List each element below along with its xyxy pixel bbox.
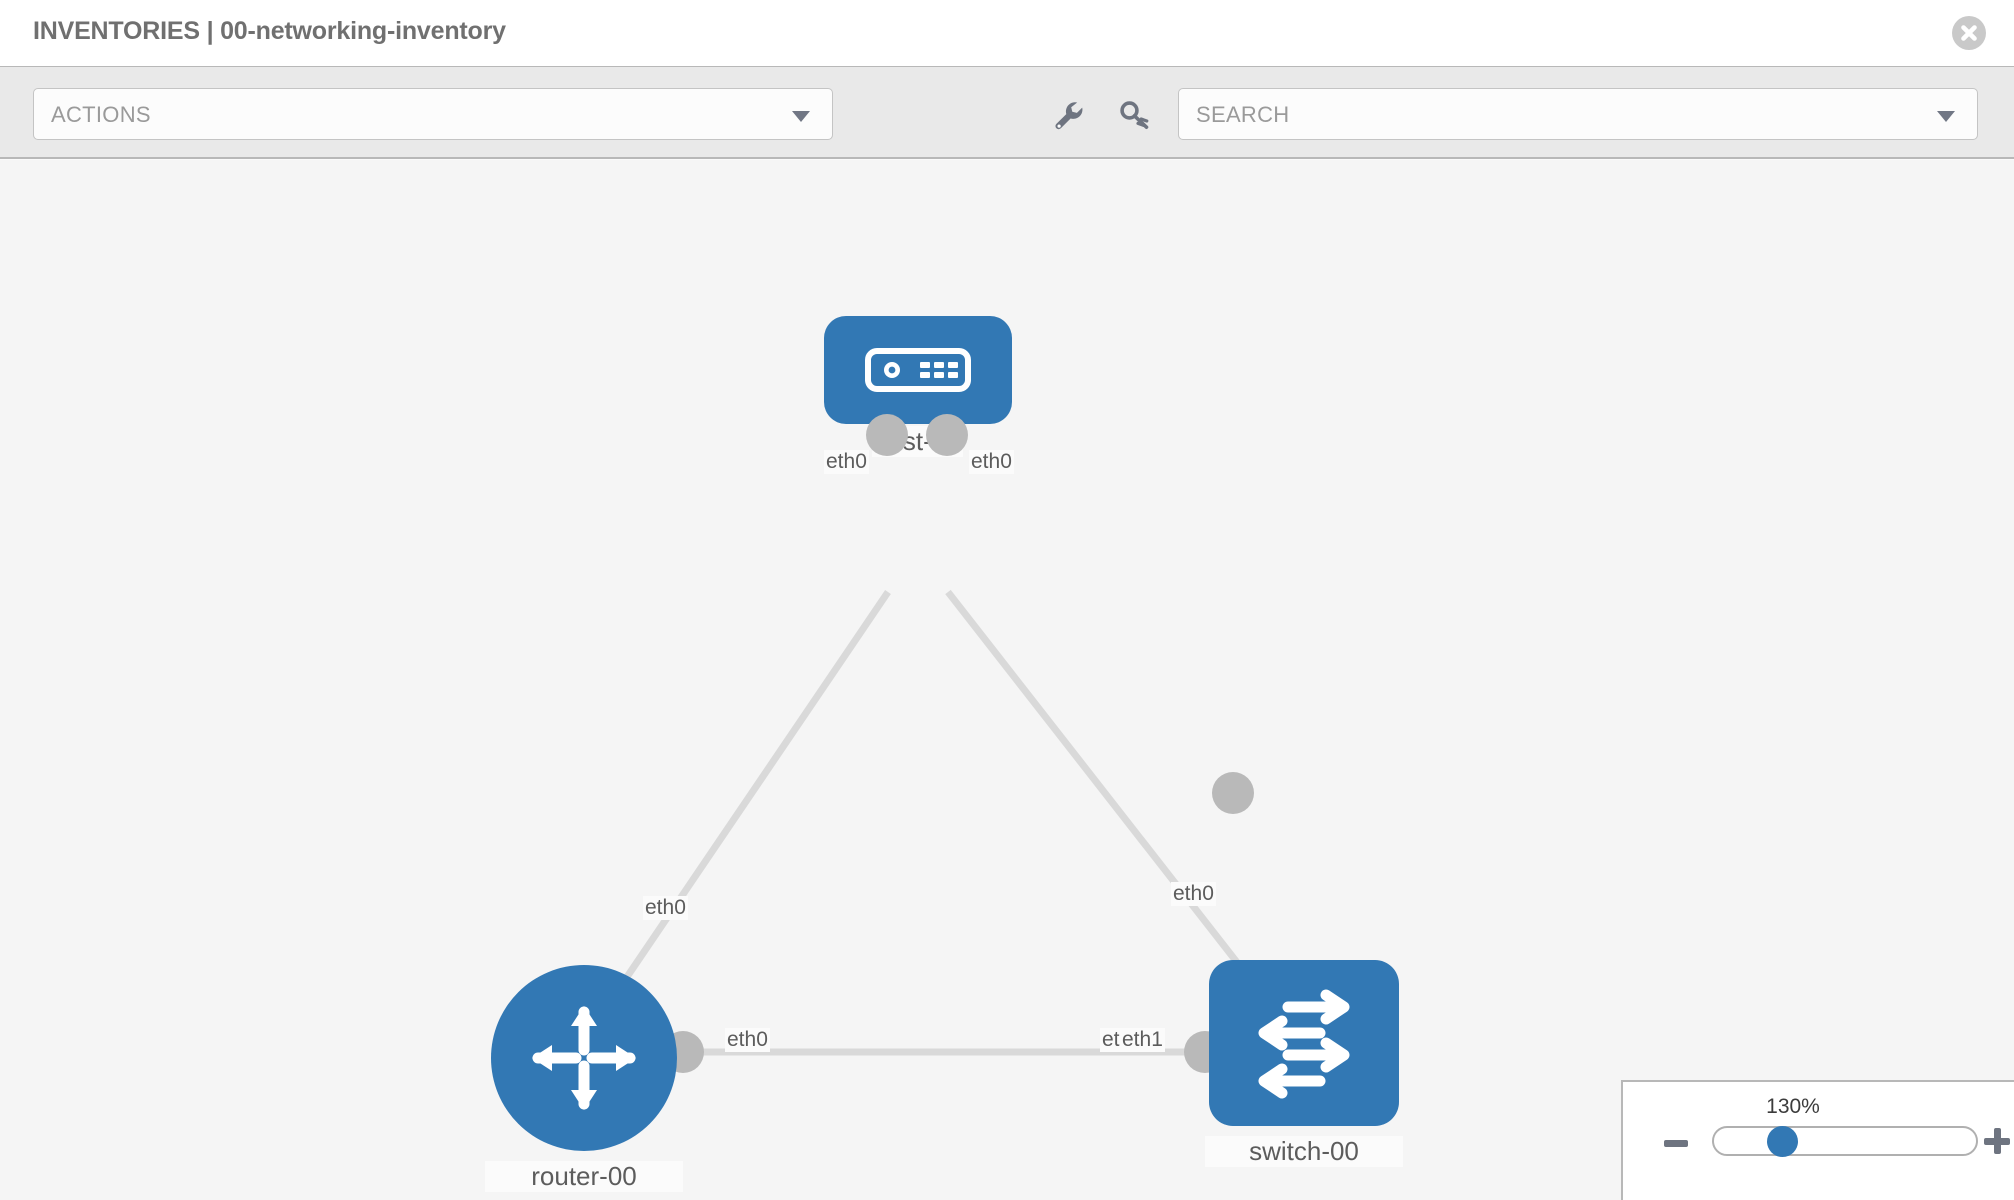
router-arrows-icon (532, 1006, 636, 1110)
link-host-switch (945, 589, 1246, 973)
page-title: INVENTORIES | 00-networking-inventory (33, 17, 506, 45)
plus-icon[interactable] (1984, 1128, 2010, 1154)
link-host-router (607, 590, 891, 1004)
topology-links (607, 589, 1246, 1056)
switch-arrows-icon (1258, 989, 1350, 1099)
topology-canvas[interactable]: host-00 eth0 eth0 (0, 160, 2014, 1200)
endpoint-switch-00-eth0-top[interactable] (1212, 772, 1254, 814)
chevron-down-icon (792, 111, 810, 122)
node-switch-00[interactable]: switch-00 (1205, 960, 1403, 1200)
page-header: INVENTORIES | 00-networking-inventory (0, 0, 2014, 67)
minus-icon[interactable] (1664, 1140, 1688, 1147)
actions-dropdown-label: ACTIONS (51, 102, 151, 127)
node-switch-00-label: switch-00 (1205, 1136, 1403, 1167)
zoom-control-panel: 130% (1621, 1080, 2014, 1200)
iface-label-switch-left: eth1 (1120, 1028, 1165, 1052)
close-icon[interactable] (1952, 16, 1986, 50)
endpoint-host-00-eth0-left[interactable] (866, 414, 908, 456)
toolbar: ACTIONS SEARCH (0, 67, 2014, 159)
node-host-00-shape[interactable] (824, 316, 1012, 424)
search-input[interactable]: SEARCH (1196, 102, 1290, 127)
server-appliance-icon (865, 348, 971, 392)
iface-label-switch-up: eth0 (1171, 882, 1216, 906)
key-icon[interactable] (1117, 97, 1153, 133)
iface-label-router-up: eth0 (643, 896, 688, 920)
search-dropdown[interactable]: SEARCH (1178, 88, 1978, 140)
node-host-00[interactable]: host-00 (824, 316, 1012, 457)
chevron-down-icon (1937, 111, 1955, 122)
node-router-00-label: router-00 (485, 1161, 683, 1192)
node-router-00[interactable]: router-00 (485, 965, 683, 1195)
actions-dropdown[interactable]: ACTIONS (33, 88, 833, 140)
node-switch-00-shape[interactable] (1209, 960, 1399, 1126)
iface-label-host-right: eth0 (969, 450, 1014, 474)
endpoint-host-00-eth0-right[interactable] (926, 414, 968, 456)
iface-label-router-right: eth0 (725, 1028, 770, 1052)
wrench-icon[interactable] (1050, 97, 1086, 133)
node-router-00-shape[interactable] (491, 965, 677, 1151)
zoom-slider-thumb[interactable] (1767, 1126, 1798, 1157)
iface-label-host-left: eth0 (824, 450, 869, 474)
zoom-slider-track[interactable] (1712, 1126, 1978, 1156)
zoom-level-label: 130% (1766, 1095, 1820, 1118)
